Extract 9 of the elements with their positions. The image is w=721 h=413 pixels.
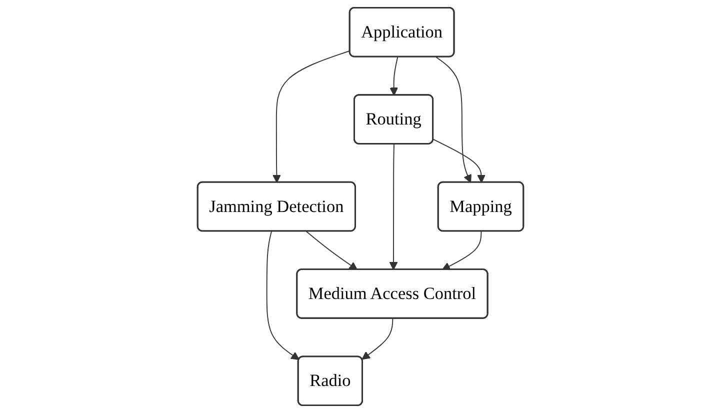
arrow — [272, 50, 351, 183]
arrow — [436, 56, 472, 183]
arrow — [306, 230, 358, 270]
arrow — [432, 138, 486, 183]
arrow — [390, 56, 398, 96]
arrow — [266, 230, 300, 360]
arrow — [442, 230, 482, 270]
arrow — [362, 318, 394, 360]
arrow — [389, 144, 398, 270]
